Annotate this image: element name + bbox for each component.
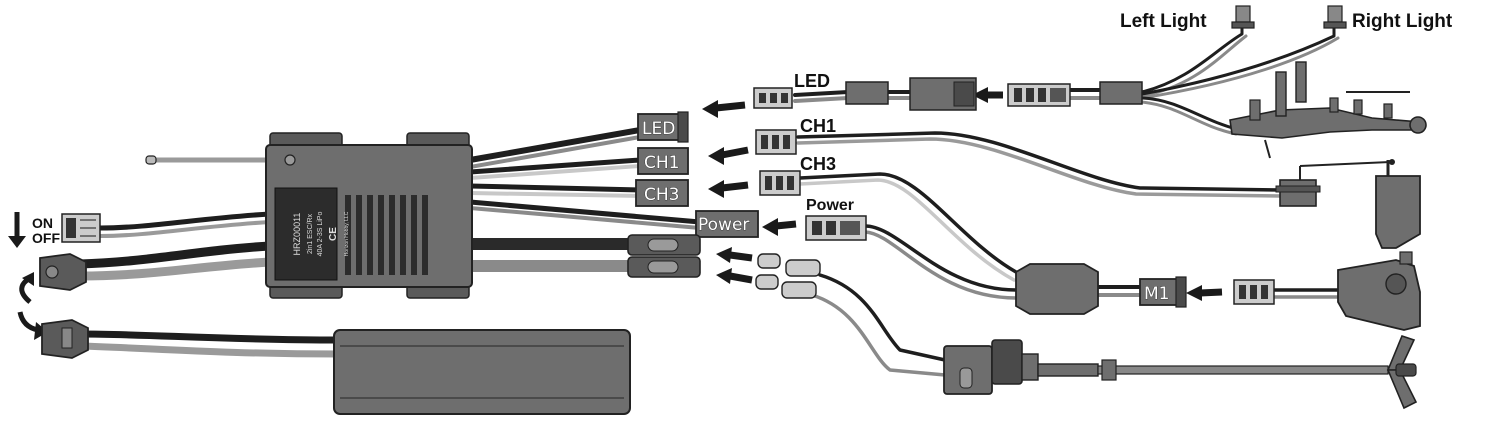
drive-motor bbox=[943, 339, 1039, 395]
power-switch[interactable] bbox=[61, 213, 101, 243]
right-light-label: Right Light bbox=[1352, 11, 1453, 32]
right-light-wire-2 bbox=[1140, 36, 1340, 100]
arrow-m1 bbox=[1199, 288, 1223, 297]
esc-ch3-lead bbox=[467, 183, 643, 193]
plug-ch3-label: CH3 bbox=[644, 185, 679, 205]
power-wire bbox=[863, 224, 1018, 292]
arrow-motor-2 bbox=[729, 272, 753, 284]
battery-lead-esc-2 bbox=[75, 257, 275, 281]
antenna-grommet bbox=[284, 154, 296, 166]
light-bar-assembly bbox=[1229, 61, 1427, 159]
plug-m1[interactable]: M1 bbox=[1139, 276, 1187, 308]
arrow-led bbox=[715, 101, 746, 112]
wires bbox=[75, 26, 1342, 377]
ch3-wire-2 bbox=[798, 178, 1016, 282]
plug-ch1-label: CH1 bbox=[644, 153, 679, 173]
plug-m1-label: M1 bbox=[1144, 284, 1169, 304]
plug-ch1[interactable]: CH1 bbox=[637, 147, 689, 175]
steering-servo bbox=[1275, 159, 1395, 207]
esc-brand-text: Horizon Hobby, LLC bbox=[344, 211, 350, 256]
motor-wire-2 bbox=[810, 293, 947, 377]
right-light-wire bbox=[1140, 26, 1336, 96]
ch1-wire-2 bbox=[796, 137, 1284, 198]
esc-unit: HRZ00011 2in1 ESC/Rx 40A 2-3S LiPo CE Ho… bbox=[265, 132, 473, 299]
led-ext-connector-body bbox=[845, 81, 889, 105]
switch-direction-arrow bbox=[8, 212, 26, 248]
left-light-bulb bbox=[1231, 5, 1255, 29]
arrow-ch3 bbox=[721, 181, 749, 192]
esc-motor-bullet-1[interactable] bbox=[627, 234, 701, 256]
esc-power-lead-2 bbox=[468, 206, 702, 230]
switch-slider[interactable] bbox=[66, 218, 76, 238]
ch1-wire bbox=[796, 131, 1284, 192]
m1-servo-plug[interactable] bbox=[1233, 279, 1275, 305]
plug-power-label: Power bbox=[698, 215, 749, 235]
drive-shaft bbox=[1037, 359, 1389, 381]
power-wire-2 bbox=[863, 230, 1018, 300]
battery-lead-esc bbox=[75, 241, 275, 269]
led-ext-female-plug[interactable] bbox=[909, 77, 977, 111]
esc-motor-bullet-2[interactable] bbox=[627, 256, 701, 278]
esc-ce-mark: CE bbox=[328, 227, 339, 241]
switch-wire-2 bbox=[98, 220, 272, 238]
y-harness-module bbox=[1015, 263, 1099, 315]
esc-spec2-text: 40A 2-3S LiPo bbox=[317, 212, 324, 257]
arrow-motor-1 bbox=[729, 251, 753, 262]
plug-ch3[interactable]: CH3 bbox=[635, 179, 689, 207]
led-ext-wire bbox=[793, 90, 850, 97]
plug-power[interactable]: Power bbox=[695, 210, 759, 238]
switch-wire bbox=[97, 211, 273, 231]
ch3-ext-plug[interactable] bbox=[759, 170, 801, 196]
ch3-wire bbox=[798, 172, 1018, 274]
connect-arrow-down bbox=[17, 311, 48, 340]
power-top-label: Power bbox=[806, 197, 854, 214]
esc-spec1-text: 2in1 ESC/Rx bbox=[307, 213, 314, 254]
plug-led-label: LED bbox=[642, 119, 675, 139]
right-light-bulb bbox=[1323, 5, 1347, 29]
esc-heatsink bbox=[345, 195, 428, 275]
esc-led-lead bbox=[467, 127, 643, 163]
esc-ch1-lead-2 bbox=[468, 164, 642, 180]
esc-model-text: HRZ00011 bbox=[292, 213, 302, 256]
led-ext-wire-2 bbox=[793, 96, 850, 103]
rudder bbox=[1375, 160, 1421, 249]
propeller bbox=[1386, 335, 1418, 410]
light-harness-splitter bbox=[1099, 81, 1143, 105]
arrow-ch1 bbox=[721, 146, 749, 159]
switch-off-label: OFF bbox=[32, 230, 60, 246]
battery-wire bbox=[76, 330, 344, 344]
light-harness-plug[interactable] bbox=[1007, 83, 1071, 107]
light-bar-wire bbox=[1140, 96, 1242, 132]
power-ext-plug[interactable] bbox=[805, 215, 867, 241]
arrow-power bbox=[775, 220, 797, 230]
ch1-top-label: CH1 bbox=[800, 116, 836, 136]
ch1-ext-plug[interactable] bbox=[755, 129, 797, 155]
antenna-tip bbox=[145, 155, 157, 165]
m1-motor bbox=[1337, 251, 1421, 331]
battery-pack bbox=[333, 329, 631, 415]
esc-led-lead-2 bbox=[468, 135, 642, 169]
esc-power-lead bbox=[467, 199, 703, 225]
led-top-label: LED bbox=[794, 71, 830, 91]
esc-label-panel bbox=[274, 187, 338, 281]
battery-connector[interactable] bbox=[41, 319, 89, 359]
light-bar-wire-2 bbox=[1140, 100, 1238, 136]
motor-wire-1 bbox=[818, 273, 947, 362]
esc-ch3-lead-2 bbox=[468, 191, 642, 198]
ch3-top-label: CH3 bbox=[800, 154, 836, 174]
switch-on-label: ON bbox=[32, 215, 53, 231]
battery-wire-2 bbox=[76, 342, 344, 358]
motor-bullet-plug-2[interactable] bbox=[755, 274, 817, 299]
motor-bullet-plug-1[interactable] bbox=[757, 253, 821, 277]
left-light-wire bbox=[1140, 26, 1244, 94]
connect-arrow-up bbox=[19, 272, 34, 304]
left-light-label: Left Light bbox=[1120, 11, 1207, 32]
connection-arrows bbox=[702, 87, 1223, 301]
led-ext-servo-plug[interactable] bbox=[753, 87, 793, 109]
plug-led[interactable]: LED bbox=[637, 111, 689, 143]
esc-ch1-lead bbox=[467, 157, 643, 175]
esc-battery-connector[interactable] bbox=[39, 253, 87, 291]
